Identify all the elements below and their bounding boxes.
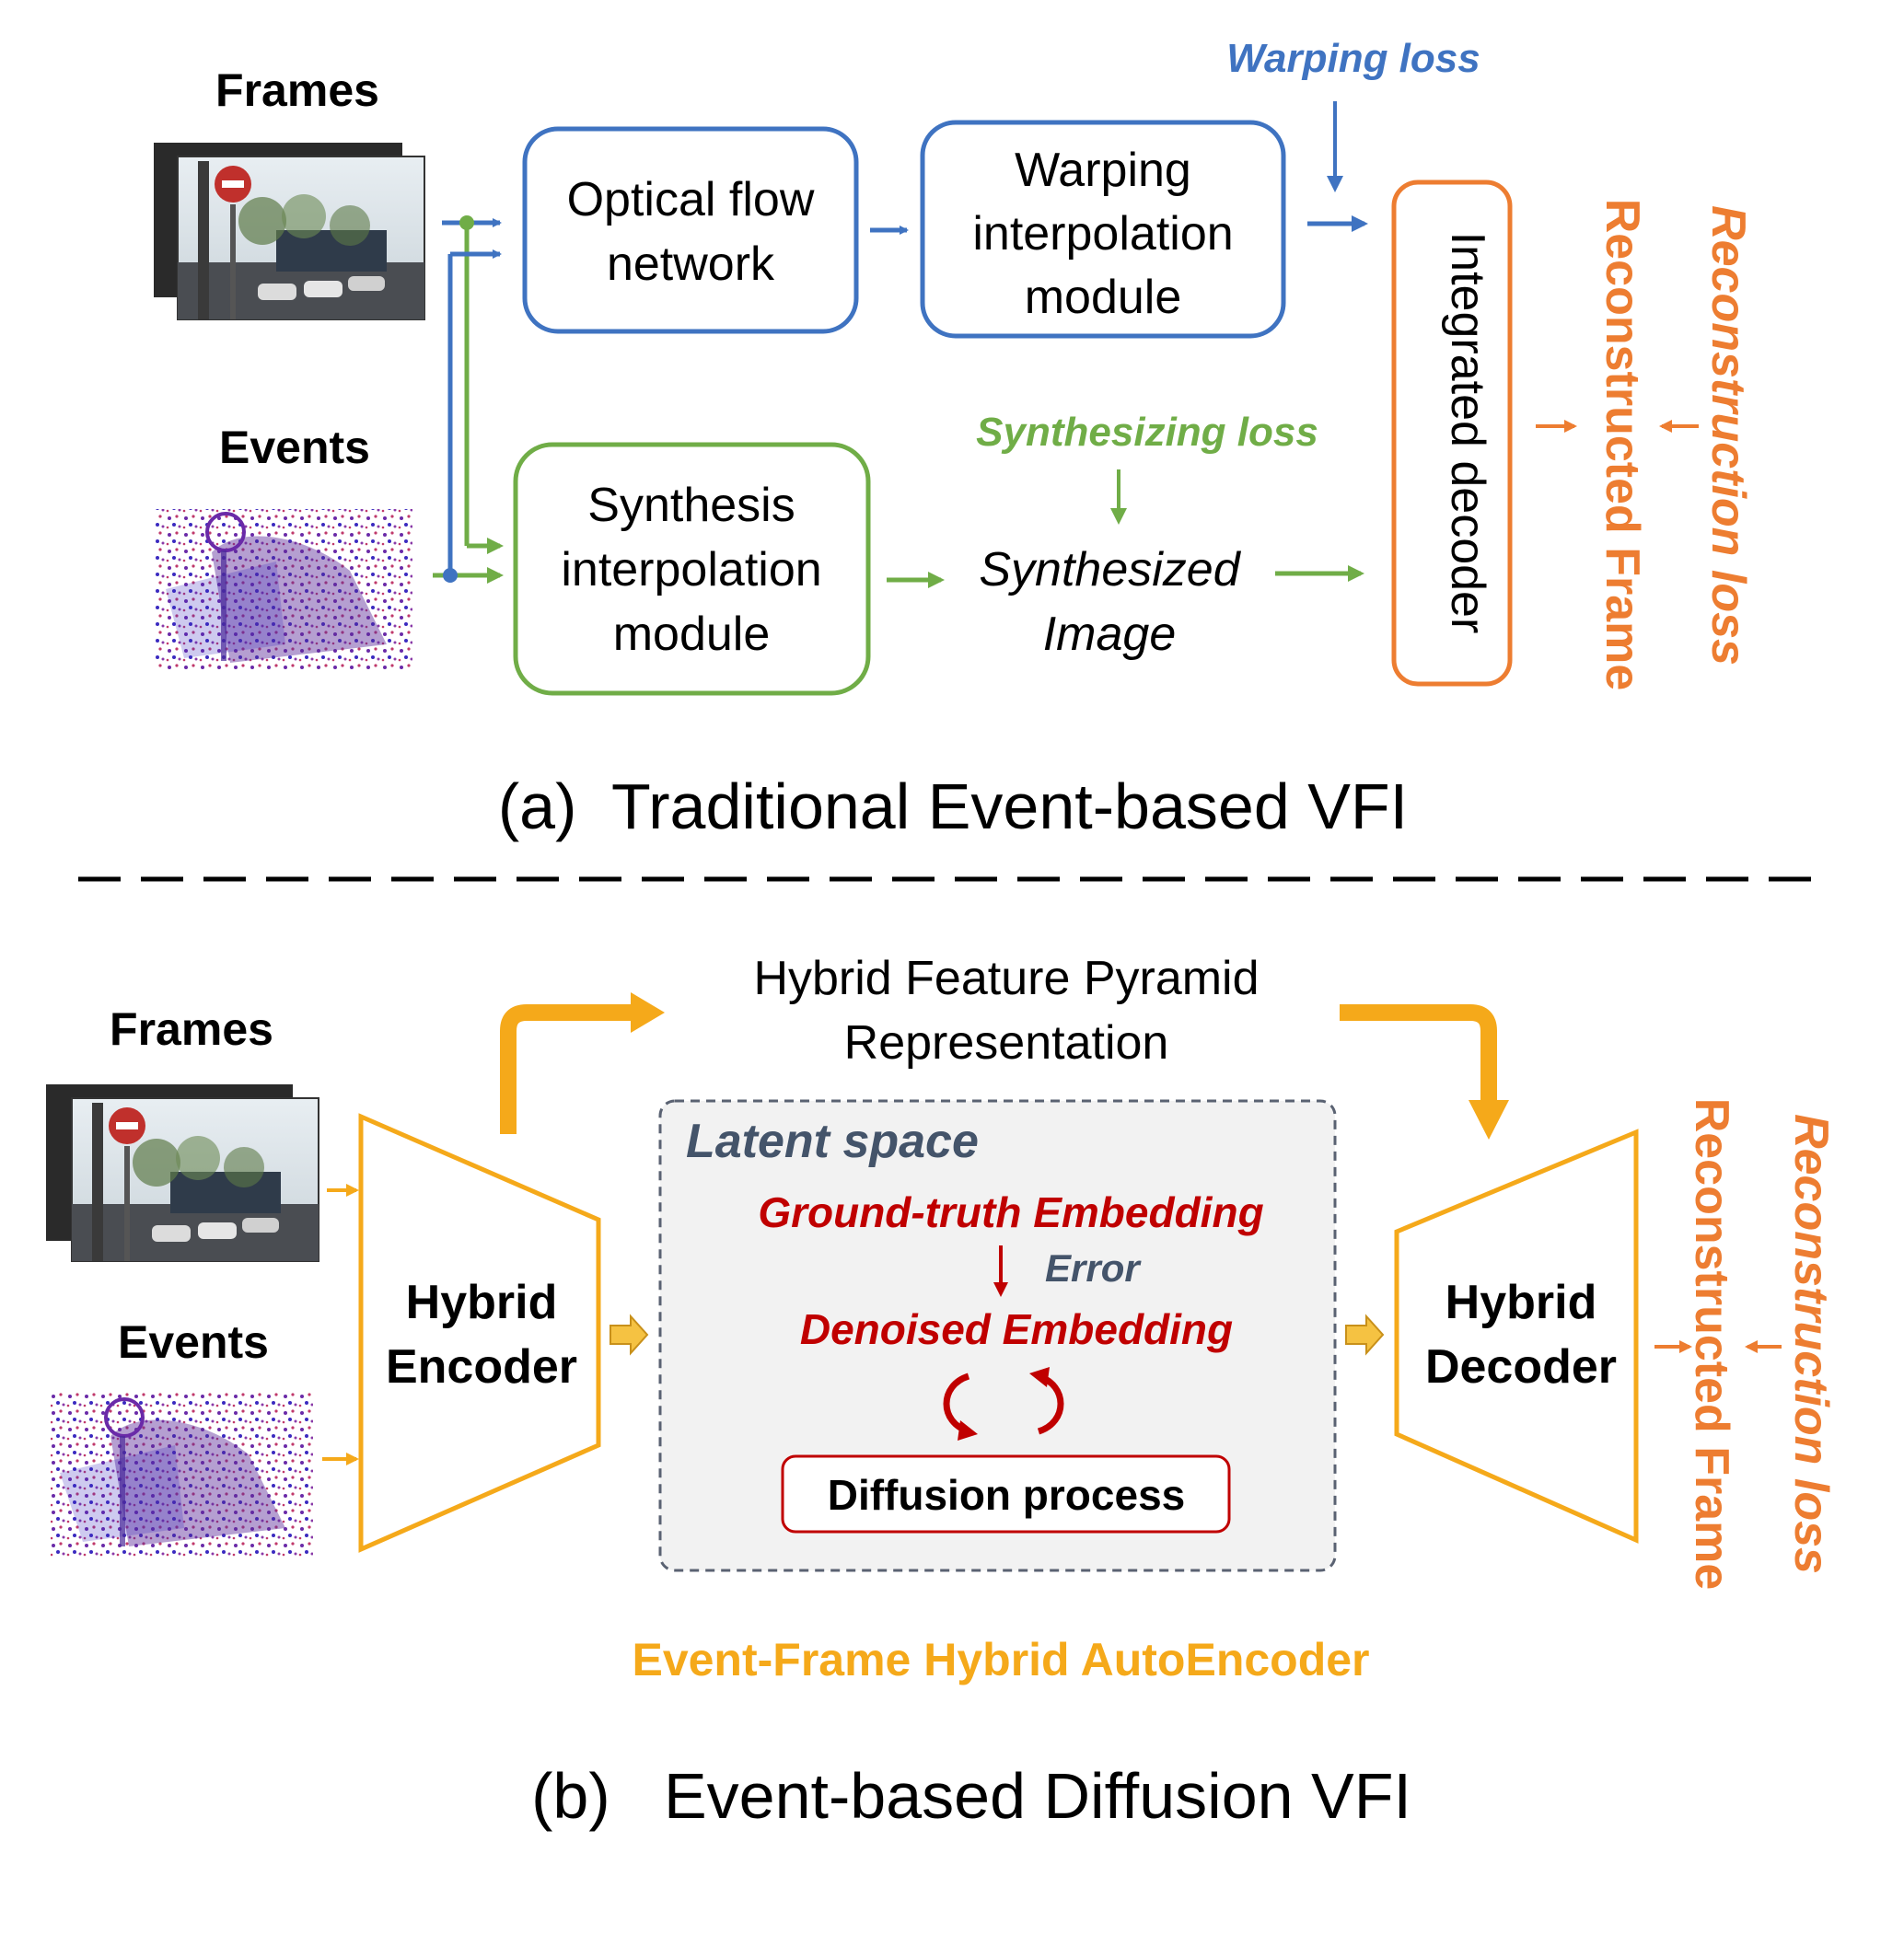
- autoencoder-label: Event-Frame Hybrid AutoEncoder: [632, 1634, 1369, 1685]
- reconstructed-frame-label-b: Reconstructed Frame: [1685, 1098, 1738, 1591]
- diffusion-process-label: Diffusion process: [828, 1471, 1186, 1519]
- optical-flow-box: [522, 126, 859, 334]
- integrated-decoder-box: [1391, 180, 1513, 687]
- warping-module-box: [920, 120, 1286, 339]
- hybrid-decoder-label-1: Hybrid: [1445, 1276, 1597, 1329]
- caption-a: (a) Traditional Event-based VFI: [498, 770, 1408, 842]
- integrated-decoder-label: Integrated decoder: [1441, 232, 1494, 634]
- warping-module-label-1: Warping: [1015, 144, 1191, 197]
- connector-lines-a: [433, 215, 504, 584]
- latent-space-label: Latent space: [686, 1115, 979, 1168]
- pyramid-arrow-left: [500, 1004, 635, 1134]
- diffusion-process-box: [781, 1454, 1231, 1534]
- synthesis-module-label-3: module: [613, 608, 771, 661]
- synthesizing-loss-label: Synthesizing loss: [976, 410, 1318, 455]
- hybrid-encoder-label-1: Hybrid: [406, 1276, 558, 1329]
- events-image-a: [155, 509, 412, 670]
- synthesis-module-box: [513, 442, 871, 696]
- warping-loss-label: Warping loss: [1226, 36, 1480, 81]
- events-label-b: Events: [118, 1316, 269, 1368]
- reconstruction-loss-label-b: Reconstruction loss: [1784, 1114, 1838, 1574]
- gt-embedding-label: Ground-truth Embedding: [758, 1188, 1263, 1236]
- synthesized-image-label-2: Image: [1043, 608, 1177, 661]
- error-label: Error: [1045, 1246, 1142, 1290]
- synthesis-module-label-1: Synthesis: [587, 479, 795, 532]
- synthesis-module-label-2: interpolation: [561, 543, 821, 596]
- hybrid-encoder-shape: [358, 1113, 601, 1553]
- reconstructed-frame-label-a: Reconstructed Frame: [1596, 199, 1649, 691]
- events-image-b: [51, 1392, 313, 1558]
- hybrid-decoder-label-2: Decoder: [1425, 1340, 1617, 1394]
- pyramid-arrowhead-left: [631, 992, 665, 1033]
- events-label-a: Events: [219, 422, 370, 473]
- hybrid-encoder-label-2: Encoder: [386, 1340, 577, 1394]
- latent-space-box: [658, 1099, 1337, 1572]
- part-b: Frames Events: [46, 952, 1838, 1832]
- pyramid-arrow-right: [1340, 1004, 1497, 1105]
- block-arrow-latent-to-decoder: [1345, 1314, 1385, 1356]
- cycle-icon: [943, 1367, 1064, 1441]
- frames-label-b: Frames: [110, 1003, 273, 1055]
- hybrid-decoder-shape: [1394, 1129, 1639, 1544]
- denoised-embedding-label: Denoised Embedding: [800, 1305, 1233, 1353]
- block-arrow-encoder-to-latent: [610, 1314, 649, 1356]
- frames-label-a: Frames: [215, 64, 379, 116]
- pyramid-label-1: Hybrid Feature Pyramid: [753, 952, 1259, 1005]
- optical-flow-label-1: Optical flow: [567, 173, 815, 226]
- pyramid-label-2: Representation: [844, 1016, 1169, 1070]
- reconstruction-loss-label-a: Reconstruction loss: [1701, 205, 1755, 666]
- warping-module-label-2: interpolation: [972, 207, 1233, 261]
- optical-flow-label-2: network: [607, 237, 775, 291]
- pyramid-arrowhead-right: [1469, 1100, 1509, 1140]
- frames-image-b: [46, 1084, 319, 1262]
- synthesized-image-label-1: Synthesized: [979, 543, 1241, 596]
- frames-image-a: [154, 143, 425, 320]
- warping-module-label-3: module: [1025, 271, 1182, 324]
- part-a: Frames Events: [154, 36, 1755, 842]
- caption-b: (b) Event-based Diffusion VFI: [531, 1760, 1411, 1832]
